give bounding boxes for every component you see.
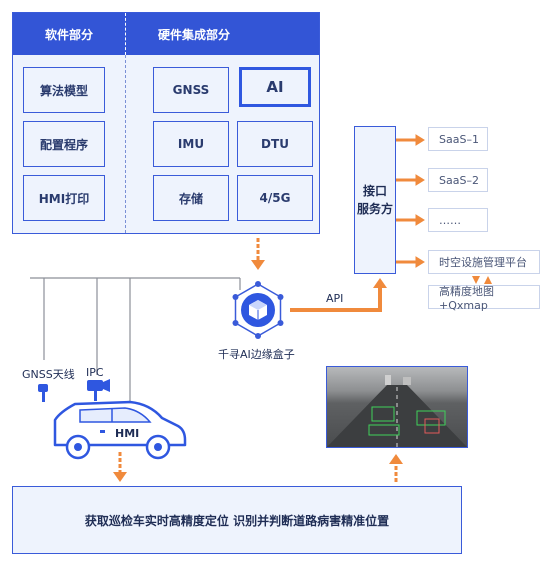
- gnss-antenna-label: GNSS天线: [22, 368, 75, 381]
- output-ellipsis: ……: [428, 208, 488, 232]
- service-output-arrows: [396, 134, 425, 268]
- interface-service-box: 接口 服务方: [354, 126, 396, 274]
- platform-map-arrows: [472, 276, 492, 284]
- vehicle-icon: [38, 379, 187, 460]
- hardware-item-network: 4/5G: [237, 175, 313, 221]
- software-item-config: 配置程序: [23, 121, 105, 167]
- vehicle-down-arrow: [113, 452, 127, 482]
- api-arrow: [290, 278, 387, 312]
- hardware-item-ai: AI: [239, 67, 311, 107]
- header-divider: [125, 13, 126, 55]
- hmi-label: HMI: [115, 427, 140, 440]
- vehicle-connect-lines: [30, 277, 241, 420]
- system-panel: 软件部分 硬件集成部分 算法模型 配置程序 HMI打印 GNSS AI IMU …: [12, 12, 320, 234]
- image-up-arrow: [389, 454, 403, 482]
- output-saas-2: SaaS–2: [428, 168, 488, 192]
- result-banner: 获取巡检车实时高精度定位 识别并判断道路病害精准位置: [12, 486, 462, 554]
- software-header: 软件部分: [45, 28, 94, 42]
- interface-service-line2: 服务方: [356, 202, 393, 216]
- software-item-algorithm: 算法模型: [23, 67, 105, 113]
- hardware-header: 硬件集成部分: [158, 28, 231, 42]
- output-platform: 时空设施管理平台: [428, 250, 540, 274]
- edge-box-icon: [232, 281, 284, 339]
- edge-box-label: 千寻AI边缘盒子: [218, 348, 295, 361]
- api-label: API: [326, 292, 344, 305]
- interface-service-line1: 接口: [362, 184, 387, 198]
- software-item-hmi: HMI打印: [23, 175, 105, 221]
- road-detection-drawing: [327, 375, 467, 447]
- road-detection-image: [326, 366, 468, 448]
- output-saas-1: SaaS–1: [428, 127, 488, 151]
- hardware-item-storage: 存储: [153, 175, 229, 221]
- panel-header: 软件部分 硬件集成部分: [13, 13, 319, 55]
- map-box: 高精度地图+Qxmap: [428, 285, 540, 312]
- body-divider: [125, 55, 126, 233]
- hardware-item-gnss: GNSS: [153, 67, 229, 113]
- ipc-label: IPC: [86, 366, 104, 379]
- hardware-item-imu: IMU: [153, 121, 229, 167]
- hardware-item-dtu: DTU: [237, 121, 313, 167]
- panel-down-arrow: [251, 238, 265, 270]
